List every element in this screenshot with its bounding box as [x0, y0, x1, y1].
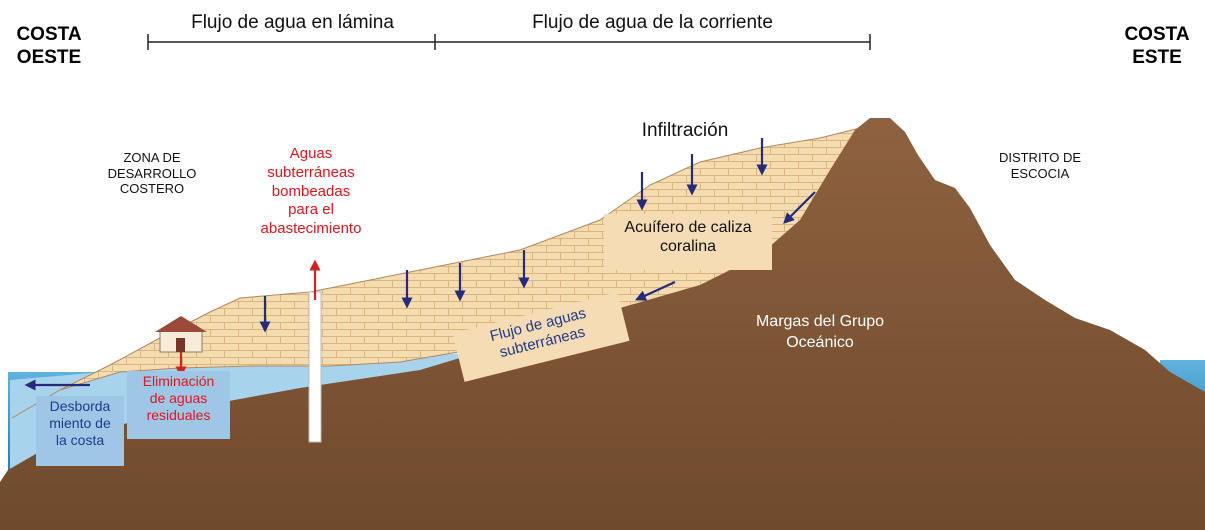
infiltration-label: Infiltración — [641, 120, 729, 141]
limestone-aquifer — [11, 127, 861, 419]
sheet-flow-label: Flujo de agua en lámina — [191, 12, 394, 33]
pumping-arrows — [175, 259, 321, 378]
flow-span-bar — [147, 34, 871, 50]
coastal-overflow-label: Desborda miento de la costa — [36, 396, 124, 466]
infiltration-arrows — [24, 138, 816, 391]
pumped-groundwater-label: Aguas subterráneas bombeadas para el aba… — [246, 145, 376, 239]
scotland-district-label: DISTRITO DE ESCOCIA — [998, 150, 1082, 181]
stream-flow-label: Flujo de agua de la corriente — [532, 12, 773, 33]
marls-label: Margas del Grupo Oceánico — [755, 313, 885, 351]
aquifer-label: Acuífero de caliza coralina — [604, 214, 772, 270]
wastewater-label: Eliminación de aguas residuales — [127, 371, 230, 439]
east-coast-label: COSTA ESTE — [1124, 24, 1190, 68]
pumping-well — [308, 291, 322, 443]
west-coast-label: COSTA OESTE — [16, 24, 82, 68]
coastal-zone-label: ZONA DE DESARROLLO COSTERO — [107, 150, 197, 197]
